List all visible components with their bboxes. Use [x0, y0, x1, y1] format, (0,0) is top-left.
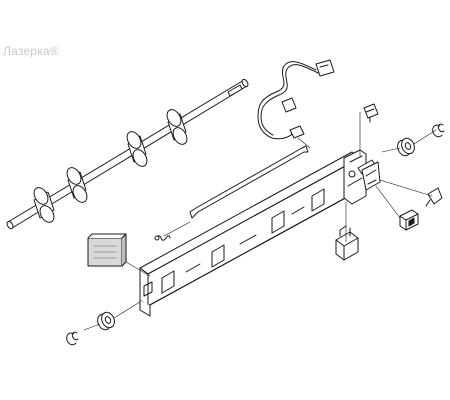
right-e-ring [432, 123, 445, 138]
paper-guide-frame [139, 149, 377, 317]
left-e-ring [66, 331, 79, 346]
wire-harness [257, 59, 335, 140]
foam-pad [87, 233, 127, 267]
feed-roller-shaft [6, 78, 249, 230]
roller-2 [66, 167, 88, 203]
end-bracket [361, 161, 381, 191]
roller-4 [166, 109, 188, 145]
right-bushing [397, 137, 415, 157]
roller-3 [126, 131, 148, 167]
alignment-lines [83, 111, 437, 331]
left-bushing [97, 311, 115, 331]
actuator-lever [189, 145, 309, 219]
sensor-connector [363, 103, 379, 123]
small-spring [154, 235, 171, 241]
clip-part [425, 187, 443, 207]
sensor-block [335, 225, 359, 261]
roller-1 [33, 187, 55, 223]
watermark-label: Лазерка® [3, 44, 59, 58]
connector-module [399, 209, 419, 231]
